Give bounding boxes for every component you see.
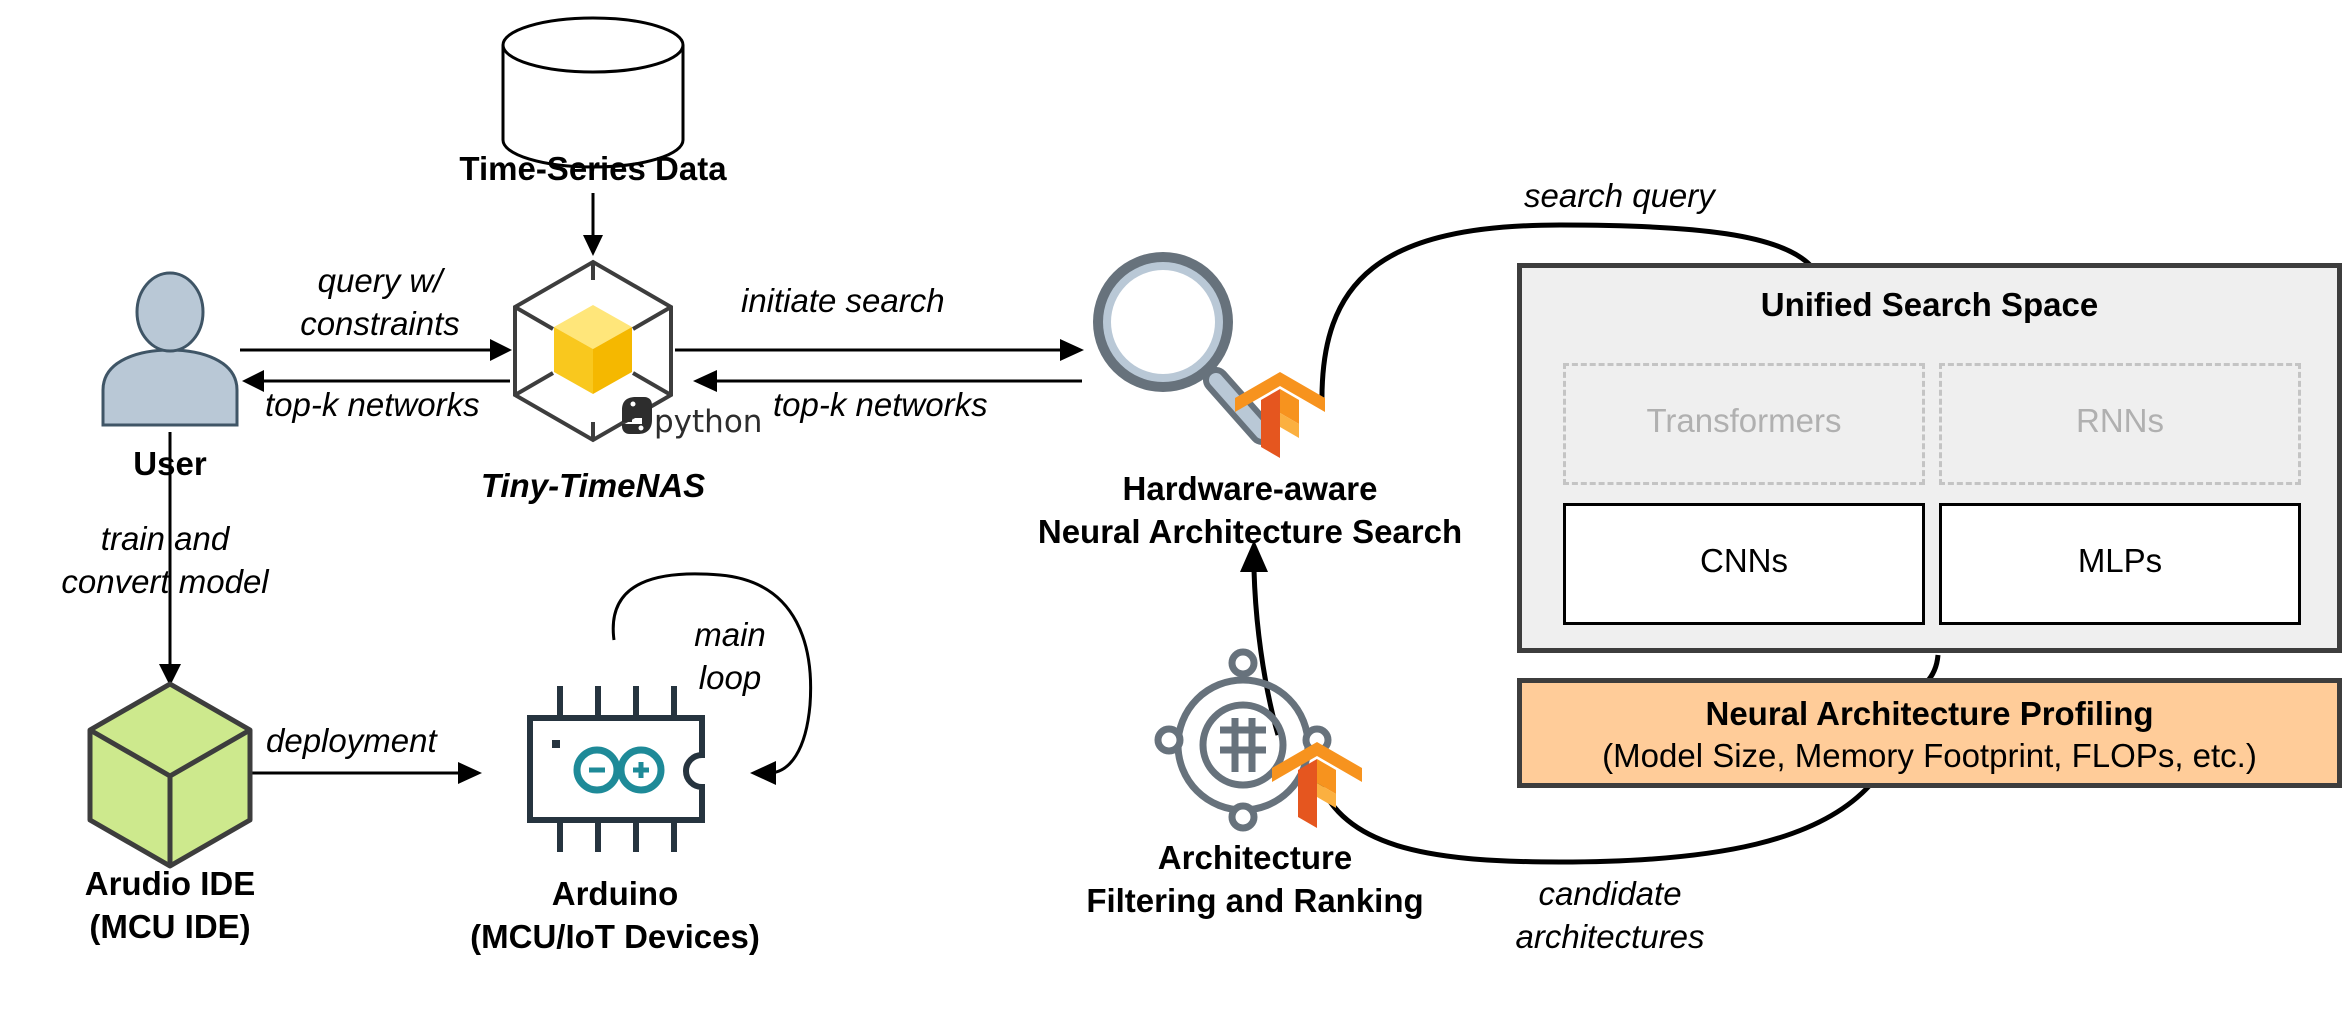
user-title: User <box>133 445 207 482</box>
arduino-title-line2: (MCU/IoT Devices) <box>470 917 760 955</box>
search-space-cell-mlps: MLPs <box>1939 503 2301 625</box>
cell-label-mlps: MLPs <box>2077 542 2163 579</box>
tool-title: Tiny-TimeNAS <box>480 467 706 504</box>
magnifier-icon <box>1093 252 1275 445</box>
arduino-title-line1: Arduino <box>551 875 679 912</box>
edge-deployment <box>250 762 482 784</box>
ide-title-line2: (MCU IDE) <box>89 907 251 945</box>
profiling-title: Neural Architecture Profiling <box>1705 695 2154 732</box>
mcu-ide-cube-icon <box>87 681 253 869</box>
cell-label-transformers: Transformers <box>1646 402 1842 439</box>
edge-label-candidate-line2: architectures <box>1515 917 1705 955</box>
database-icon <box>501 16 685 169</box>
edge-label-query-line2: constraints <box>300 304 460 342</box>
search-space-cell-cnns: CNNs <box>1563 503 1925 625</box>
edge-train-convert <box>159 432 181 686</box>
edge-label-deployment: deployment <box>266 722 437 759</box>
search-space-title: Unified Search Space <box>1760 286 2099 323</box>
search-space-cell-transformers: Transformers <box>1563 363 1925 485</box>
user-icon <box>101 271 239 427</box>
edge-tool-topk-user <box>242 370 510 392</box>
cell-label-cnns: CNNs <box>1700 542 1788 579</box>
filter-title-line2: Filtering and Ranking <box>1086 881 1424 919</box>
edge-label-candidate-line1: candidate <box>1538 875 1682 912</box>
edge-label-main-loop: main loop <box>680 614 780 700</box>
edge-label-main-line2: loop <box>698 658 762 696</box>
edge-label-search-query: search query <box>1524 177 1715 214</box>
edge-label-topk-user: top-k networks <box>265 386 480 423</box>
profiling-panel: Neural Architecture Profiling (Model Siz… <box>1517 678 2342 788</box>
nas-title: Hardware-aware Neural Architecture Searc… <box>1000 468 1500 554</box>
edge-main-loop <box>611 572 813 785</box>
edge-label-query-line1: query w/ <box>317 262 443 299</box>
filter-title-line1: Architecture <box>1157 839 1353 876</box>
edge-label-train-convert: train and convert model <box>30 518 300 604</box>
filter-title: Architecture Filtering and Ranking <box>1055 837 1455 923</box>
edge-label-train-line1: train and <box>100 520 230 557</box>
ide-title-line1: Arudio IDE <box>84 865 256 902</box>
ai-brain-icon <box>1154 648 1332 832</box>
search-space-cell-rnns: RNNs <box>1939 363 2301 485</box>
edge-label-main-line1: main <box>694 616 766 653</box>
python-logo-text: python <box>654 404 763 440</box>
nas-title-line1: Hardware-aware <box>1122 470 1378 507</box>
edge-nas-topk-tool <box>693 370 1082 392</box>
edge-label-topk-tool: top-k networks <box>773 386 988 423</box>
edge-label-query: query w/ constraints <box>280 260 480 346</box>
profiling-subtitle: (Model Size, Memory Footprint, FLOPs, et… <box>1602 737 2257 774</box>
edge-user-query <box>240 339 512 361</box>
edge-label-initiate: initiate search <box>741 282 945 319</box>
arduino-title: Arduino (MCU/IoT Devices) <box>440 873 790 959</box>
tensorflow-icon <box>1272 742 1362 828</box>
edge-data-to-tool <box>583 193 603 256</box>
python-package-icon <box>513 259 673 443</box>
edge-label-train-line2: convert model <box>61 562 269 600</box>
search-space-panel: Unified Search Space Transformers RNNs C… <box>1517 263 2342 653</box>
arduino-chip-icon <box>527 686 705 852</box>
python-logo-icon <box>622 397 652 434</box>
edge-search-query <box>1319 222 1812 406</box>
cell-label-rnns: RNNs <box>2076 402 2164 439</box>
edge-label-candidate: candidate architectures <box>1480 873 1740 959</box>
data-title: Time-Series Data <box>459 150 727 187</box>
edge-initiate-search <box>675 339 1084 361</box>
nas-title-line2: Neural Architecture Search <box>1037 512 1463 550</box>
ide-title: Arudio IDE (MCU IDE) <box>40 863 300 949</box>
tensorflow-icon <box>1235 372 1325 458</box>
